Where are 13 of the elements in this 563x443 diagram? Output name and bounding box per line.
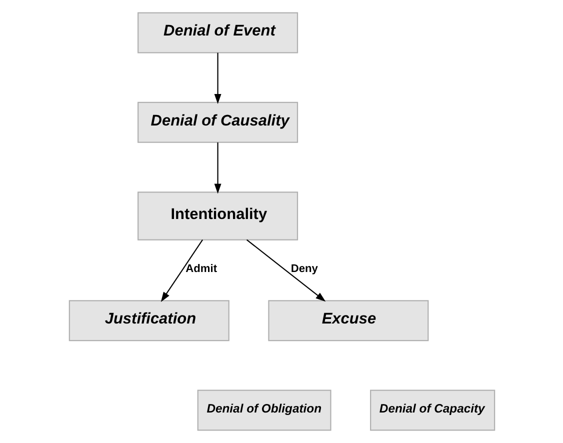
node-box: Denial of Causality	[137, 102, 298, 143]
arrow	[246, 239, 326, 302]
node-box: Justification	[68, 300, 229, 342]
node-box: Intentionality	[137, 192, 298, 240]
node-box: Denial of Obligation	[196, 390, 331, 431]
arrow	[160, 240, 202, 302]
node-box: Denial of Event	[137, 12, 298, 54]
edge-label: Admit	[185, 262, 217, 275]
arrow	[214, 52, 221, 104]
edge-label: Deny	[290, 262, 318, 275]
arrow	[214, 142, 221, 194]
node-box: Excuse	[268, 300, 428, 342]
node-box: Denial of Capacity	[370, 390, 495, 431]
